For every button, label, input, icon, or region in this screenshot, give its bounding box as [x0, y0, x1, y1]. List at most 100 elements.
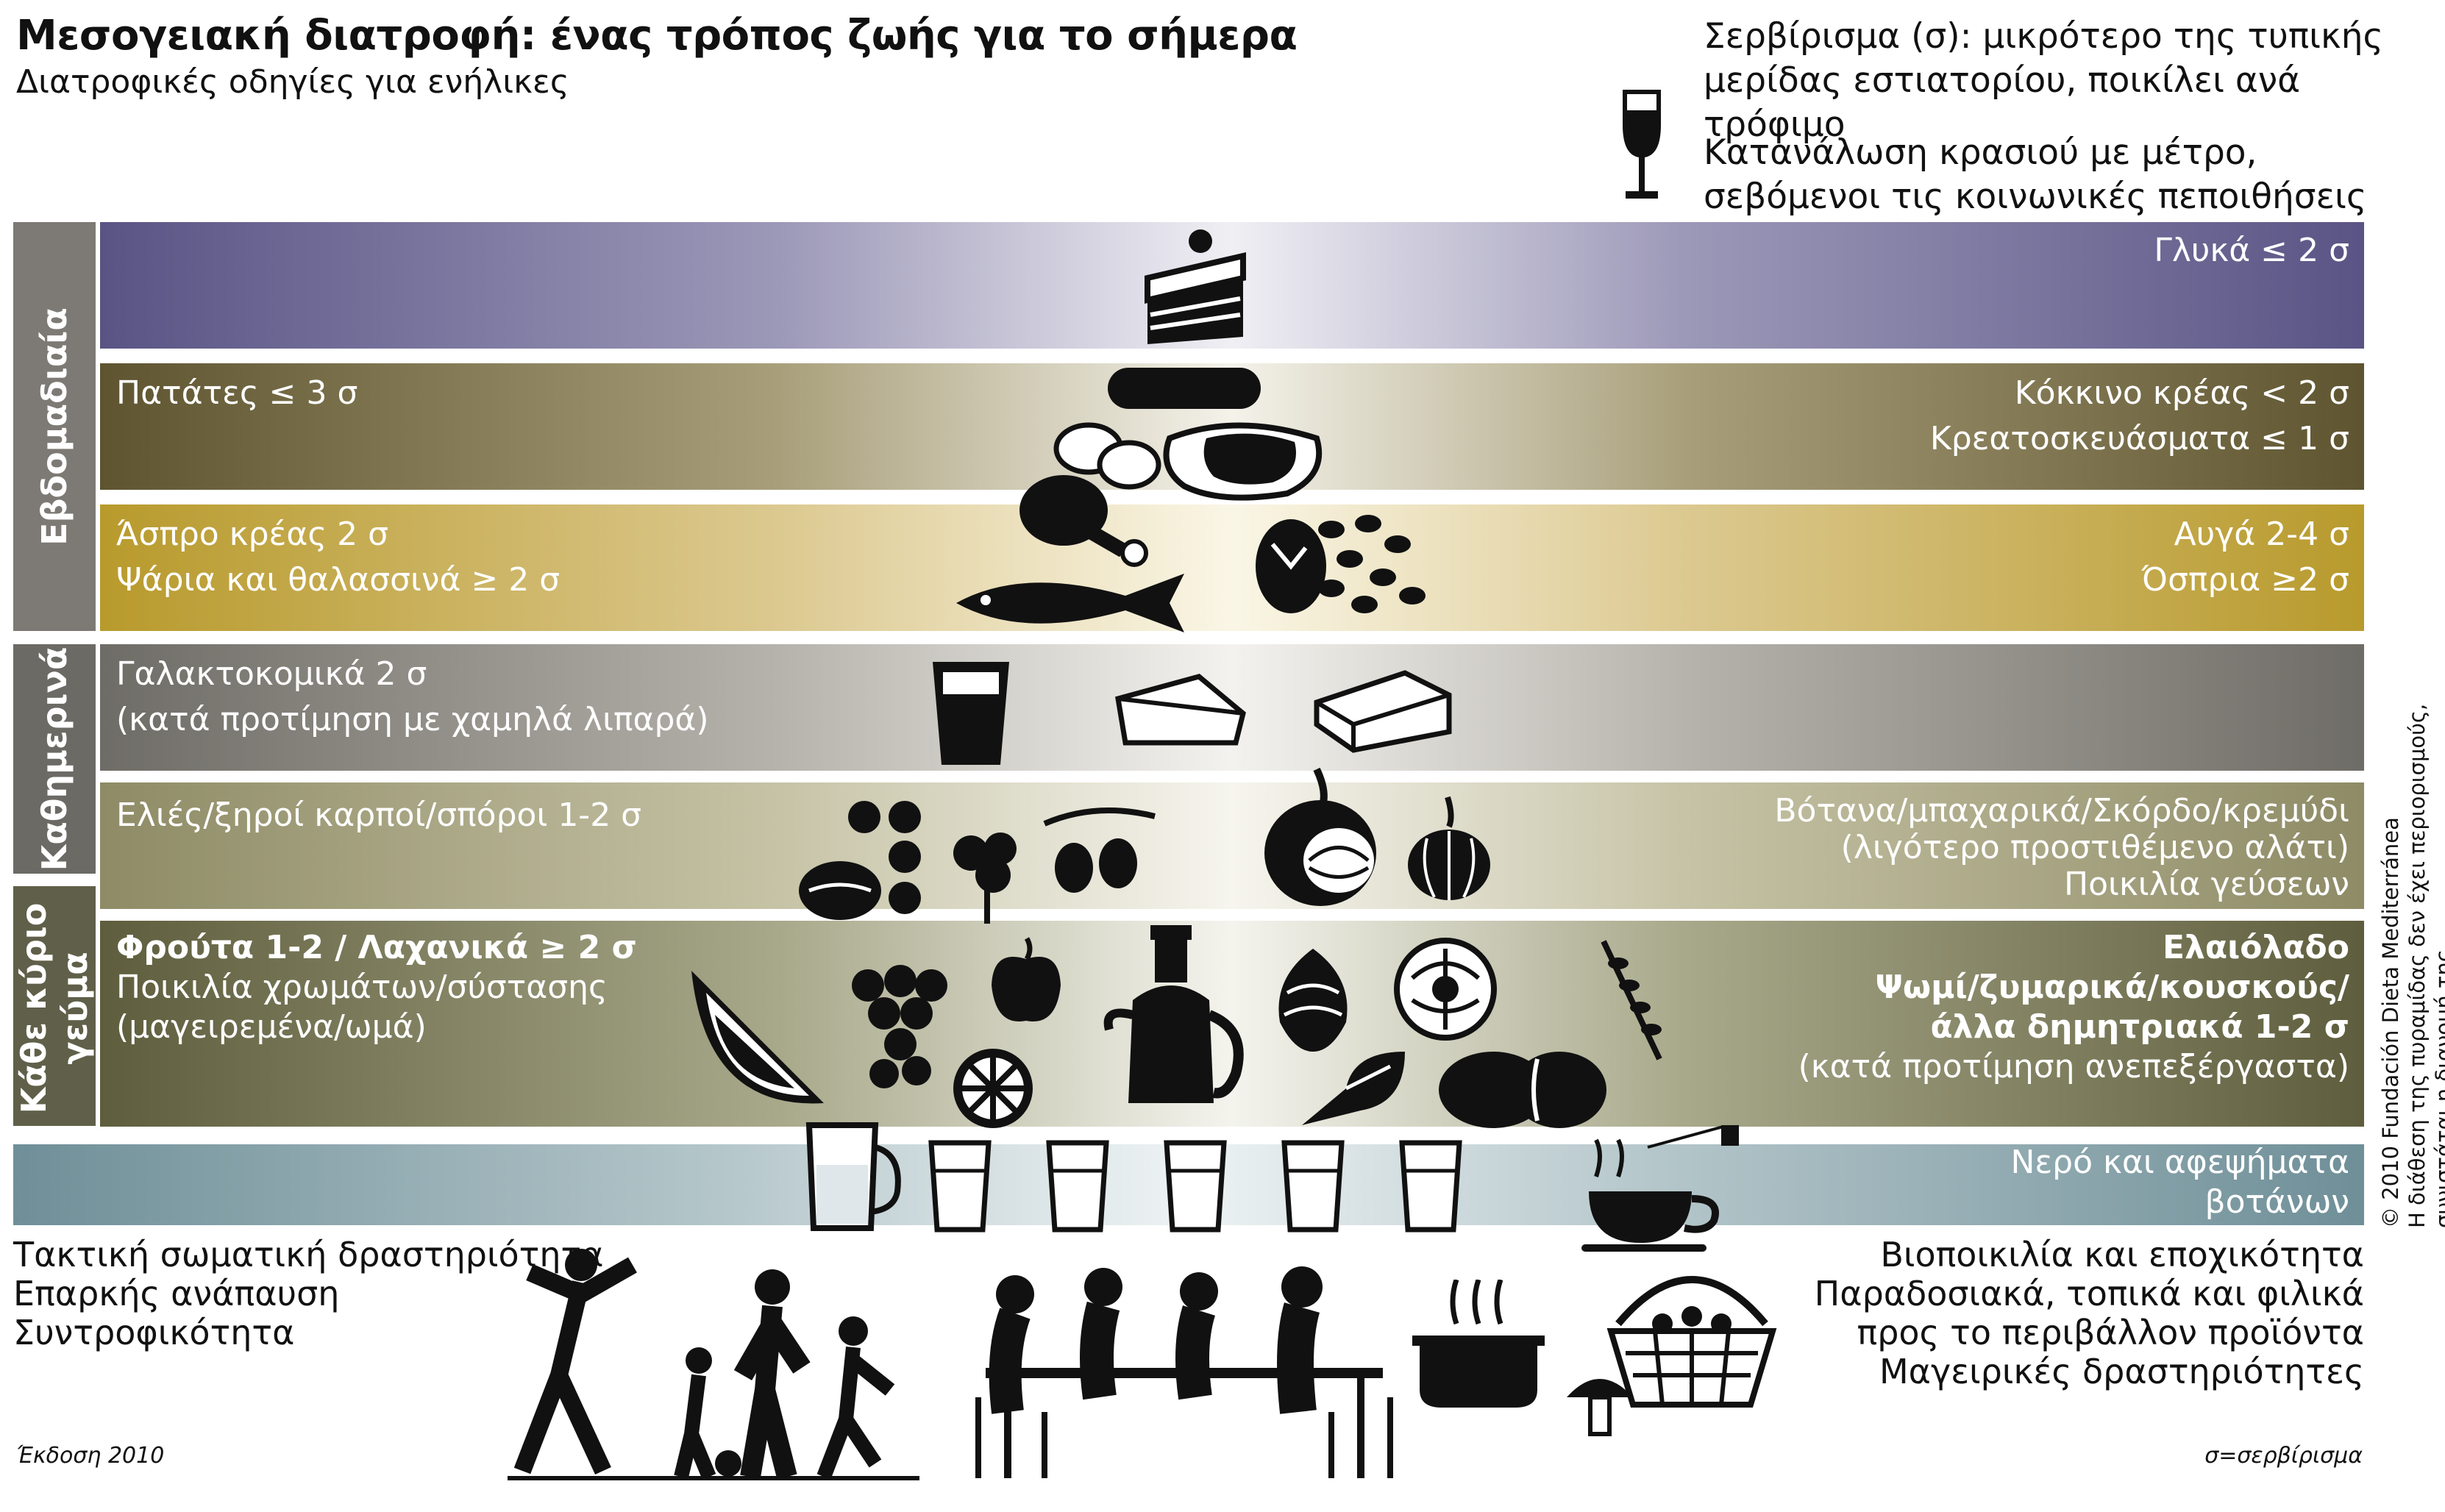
- cheese-wedge-icon: [1111, 669, 1250, 750]
- olive-oil-jug-icon: [1103, 919, 1250, 1110]
- water-glass-icon: [927, 1138, 993, 1234]
- wine-note-line: Κατανάλωση κρασιού με μέτρο,: [1704, 132, 2257, 173]
- band-herbs-labels: Βότανα/μπαχαρικά/Σκόρδο/κρεμύδι (λιγότερ…: [1774, 793, 2349, 903]
- side-label-every-meal-line: γεύμα: [55, 952, 95, 1065]
- band-herbal-label: βοτάνων: [2204, 1183, 2350, 1221]
- band-herbs-label: Βότανα/μπαχαρικά/Σκόρδο/κρεμύδι: [1774, 792, 2349, 830]
- lifestyle-right-list: Βιοποικιλία και εποχικότητα Παραδοσιακά,…: [1815, 1235, 2364, 1391]
- wine-note-line: σεβόμενοι τις κοινωνικές πεποιθήσεις: [1704, 176, 2367, 217]
- side-label-every-meal-line: Κάθε κύριο: [14, 902, 54, 1114]
- sausage-icon: [1103, 360, 1265, 419]
- band-dairy-label: Γαλακτοκομικά 2 σ: [116, 655, 427, 693]
- page-subtitle: Διατροφικές οδηγίες για ενήλικες: [16, 63, 569, 101]
- family-table-icon: [964, 1243, 1398, 1486]
- band-fruit-veg-label: Φρούτα 1-2 / Λαχανικά ≥ 2 σ: [116, 929, 637, 966]
- lettuce-icon: [1383, 934, 1508, 1044]
- copyright-line: Η διάθεση της πυραμίδας δεν έχει περιορι…: [2405, 703, 2445, 1228]
- sigma-legend: σ=σερβίρισμα: [2204, 1443, 2363, 1469]
- band-potatoes-label: Πατάτες ≤ 3 σ: [116, 374, 358, 412]
- band-flavours-note: Ποικιλία γεύσεων: [2063, 866, 2349, 903]
- band-eggs-label: Αυγά 2-4 σ: [2174, 516, 2349, 553]
- band-variety-note: Ποικιλία χρωμάτων/σύστασης: [116, 969, 608, 1006]
- band-sweets-label: Γλυκά ≤ 2 σ: [2154, 232, 2349, 269]
- band-poultry-fish: Άσπρο κρέας 2 σ Ψάρια και θαλασσινά ≥ 2 …: [100, 504, 2364, 631]
- potato-icon: [1052, 419, 1162, 493]
- band-white-meat-label: Άσπρο κρέας 2 σ: [116, 516, 389, 553]
- band-salt-note: (λιγότερο προστιθέμενο αλάτι): [1840, 829, 2349, 866]
- band-olives-label: Ελιές/ξηροί καρποί/σπόροι 1-2 σ: [116, 796, 642, 834]
- lifestyle-item: Παραδοσιακά, τοπικά και φιλικά: [1814, 1274, 2364, 1313]
- copyright-notice: © 2010 Fundación Dieta Mediterránea Η δι…: [2377, 640, 2445, 1228]
- leafy-vegetable-icon: [1295, 1044, 1412, 1133]
- band-olive-oil-label: Ελαιόλαδο: [2162, 929, 2349, 966]
- artichoke-icon: [1265, 941, 1361, 1059]
- beans-icon: [1309, 507, 1427, 618]
- band-dairy-labels: Γαλακτοκομικά 2 σ (κατά προτίμηση με χαμ…: [116, 652, 709, 743]
- side-label-weekly-text: Εβδομαδιαία: [35, 307, 74, 546]
- egg-icon: [1250, 507, 1331, 618]
- cooking-pot-icon: [1412, 1280, 1545, 1412]
- lifestyle-item: Τακτική σωματική δραστηριότητα: [13, 1235, 604, 1274]
- orange-slice-icon: [949, 1044, 1037, 1133]
- side-label-every-meal: Κάθε κύριο γεύμα: [13, 886, 96, 1126]
- bread-icon: [1434, 1044, 1611, 1133]
- band-processed-meat-label: Κρεατοσκευάσματα ≤ 1 σ: [1929, 420, 2349, 457]
- fish-icon: [949, 566, 1199, 640]
- lifestyle-item: Βιοποικιλία και εποχικότητα: [1880, 1235, 2364, 1274]
- serving-note-line: μερίδας εστιατορίου, ποικίλει ανά τρόφιμ…: [1704, 60, 2301, 145]
- lifestyle-item: Συντροφικότητα: [13, 1313, 295, 1352]
- serving-note: Σερβίρισμα (σ): μικρότερο της τυπικής με…: [1704, 15, 2445, 147]
- steak-icon: [1155, 416, 1331, 504]
- band-poultry-fish-labels: Άσπρο κρέας 2 σ Ψάρια και θαλασσινά ≥ 2 …: [116, 512, 560, 603]
- garlic-icon: [1405, 794, 1493, 905]
- copyright-line: © 2010 Fundación Dieta Mediterránea: [2378, 817, 2403, 1228]
- water-glass-icon: [1280, 1138, 1346, 1234]
- band-fruit-veg-labels: Φρούτα 1-2 / Λαχανικά ≥ 2 σ Ποικιλία χρω…: [116, 928, 637, 1047]
- band-eggs-legumes-labels: Αυγά 2-4 σ Όσπρια ≥2 σ: [2141, 512, 2349, 603]
- water-glass-icon: [1162, 1138, 1228, 1234]
- nuts-icon: [794, 798, 956, 923]
- water-glass-icon: [1044, 1138, 1111, 1234]
- band-water-label: Νερό και αφεψήματα: [2010, 1144, 2349, 1181]
- band-red-meat-label: Κόκκινο κρέας < 2 σ: [2014, 374, 2349, 412]
- page-title: Μεσογειακή διατροφή: ένας τρόπος ζωής γι…: [16, 12, 1298, 60]
- water-jug-icon: [794, 1118, 905, 1235]
- side-label-daily-text: Καθημερινά: [35, 646, 74, 871]
- band-meat-labels: Κόκκινο κρέας < 2 σ Κρεατοσκευάσματα ≤ 1…: [1930, 371, 2349, 462]
- side-label-weekly: Εβδομαδιαία: [13, 222, 96, 631]
- band-legumes-label: Όσπρια ≥2 σ: [2141, 561, 2349, 599]
- mushroom-icon: [1559, 1361, 1640, 1441]
- cheese-block-icon: [1309, 666, 1456, 754]
- wine-glass-icon: [1618, 87, 1665, 204]
- edition-label: Έκδοση 2010: [16, 1443, 165, 1469]
- lifestyle-left-list: Τακτική σωματική δραστηριότητα Επαρκής α…: [13, 1235, 604, 1352]
- side-label-every-meal-text: Κάθε κύριο γεύμα: [13, 888, 96, 1128]
- grapes-icon: [839, 941, 956, 1103]
- physical-activity-people-icon: [508, 1243, 919, 1486]
- band-water-labels: Νερό και αφεψήματα βοτάνων: [2010, 1143, 2349, 1222]
- band-oil-grains-labels: Ελαιόλαδο Ψωμί/ζυμαρικά/κουσκούς/ άλλα δ…: [1798, 928, 2349, 1087]
- chicken-leg-icon: [1015, 471, 1155, 574]
- band-olives-herbs: Ελιές/ξηροί καρποί/σπόροι 1-2 σ Βότανα/μ…: [100, 782, 2364, 909]
- serving-note-line: Σερβίρισμα (σ): μικρότερο της τυπικής: [1704, 16, 2384, 57]
- watermelon-icon: [677, 956, 839, 1118]
- wheat-icon: [1589, 934, 1670, 1066]
- apple-icon: [986, 934, 1067, 1030]
- olives-icon: [1030, 802, 1162, 905]
- band-fish-label: Ψάρια και θαλασσινά ≥ 2 σ: [116, 561, 560, 599]
- lifestyle-item: προς το περιβάλλον προϊόντα: [1857, 1313, 2364, 1352]
- side-label-daily: Καθημερινά: [13, 644, 96, 874]
- band-cereals-label: άλλα δημητριακά 1-2 σ: [1930, 1008, 2349, 1046]
- band-cooked-raw-note: (μαγειρεμένα/ωμά): [116, 1008, 427, 1046]
- cake-icon: [1133, 227, 1258, 352]
- lifestyle-item: Επαρκής ανάπαυση: [13, 1274, 340, 1313]
- yogurt-cup-icon: [927, 655, 1015, 772]
- lifestyle-item: Μαγειρικές δραστηριότητες: [1879, 1352, 2364, 1391]
- water-glass-icon: [1398, 1138, 1464, 1234]
- band-unprocessed-note: (κατά προτίμηση ανεπεξέργαστα): [1798, 1048, 2349, 1085]
- onion-icon: [1258, 765, 1383, 919]
- band-dairy-note: (κατά προτίμηση με χαμηλά λιπαρά): [116, 701, 709, 738]
- parsley-icon: [949, 831, 1030, 927]
- wine-note: Κατανάλωση κρασιού με μέτρο, σεβόμενοι τ…: [1704, 131, 2366, 219]
- teacup-icon: [1581, 1125, 1773, 1258]
